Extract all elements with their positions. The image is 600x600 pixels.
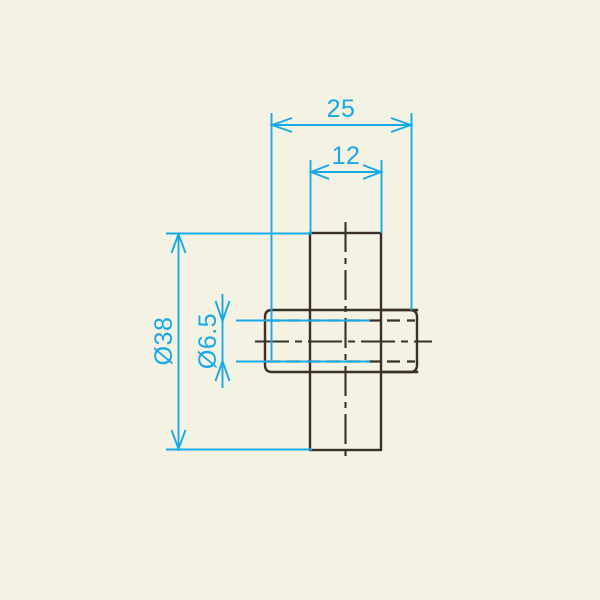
- dimension-label-6p5: Ø6.5: [194, 313, 222, 369]
- arrow-25-left: [269, 117, 293, 133]
- arrow-38-bottom: [170, 429, 187, 452]
- arrow-12-right: [362, 164, 384, 180]
- arrow-6p5-bottom: [214, 358, 231, 382]
- arrow-38-top: [170, 231, 187, 254]
- arrow-12-left: [308, 164, 330, 180]
- centerlines-group: [255, 222, 432, 462]
- dimension-outer-diameter: [166, 231, 312, 452]
- arrow-25-right: [390, 117, 414, 133]
- dimension-label-25: 25: [327, 95, 356, 123]
- dimension-overall-width: [269, 113, 414, 360]
- dimension-boss-width: [308, 160, 384, 233]
- dimension-label-38: Ø38: [150, 317, 178, 366]
- arrow-6p5-top: [214, 300, 231, 324]
- dimension-bore-diameter: [214, 294, 370, 388]
- dimension-label-12: 12: [332, 142, 361, 170]
